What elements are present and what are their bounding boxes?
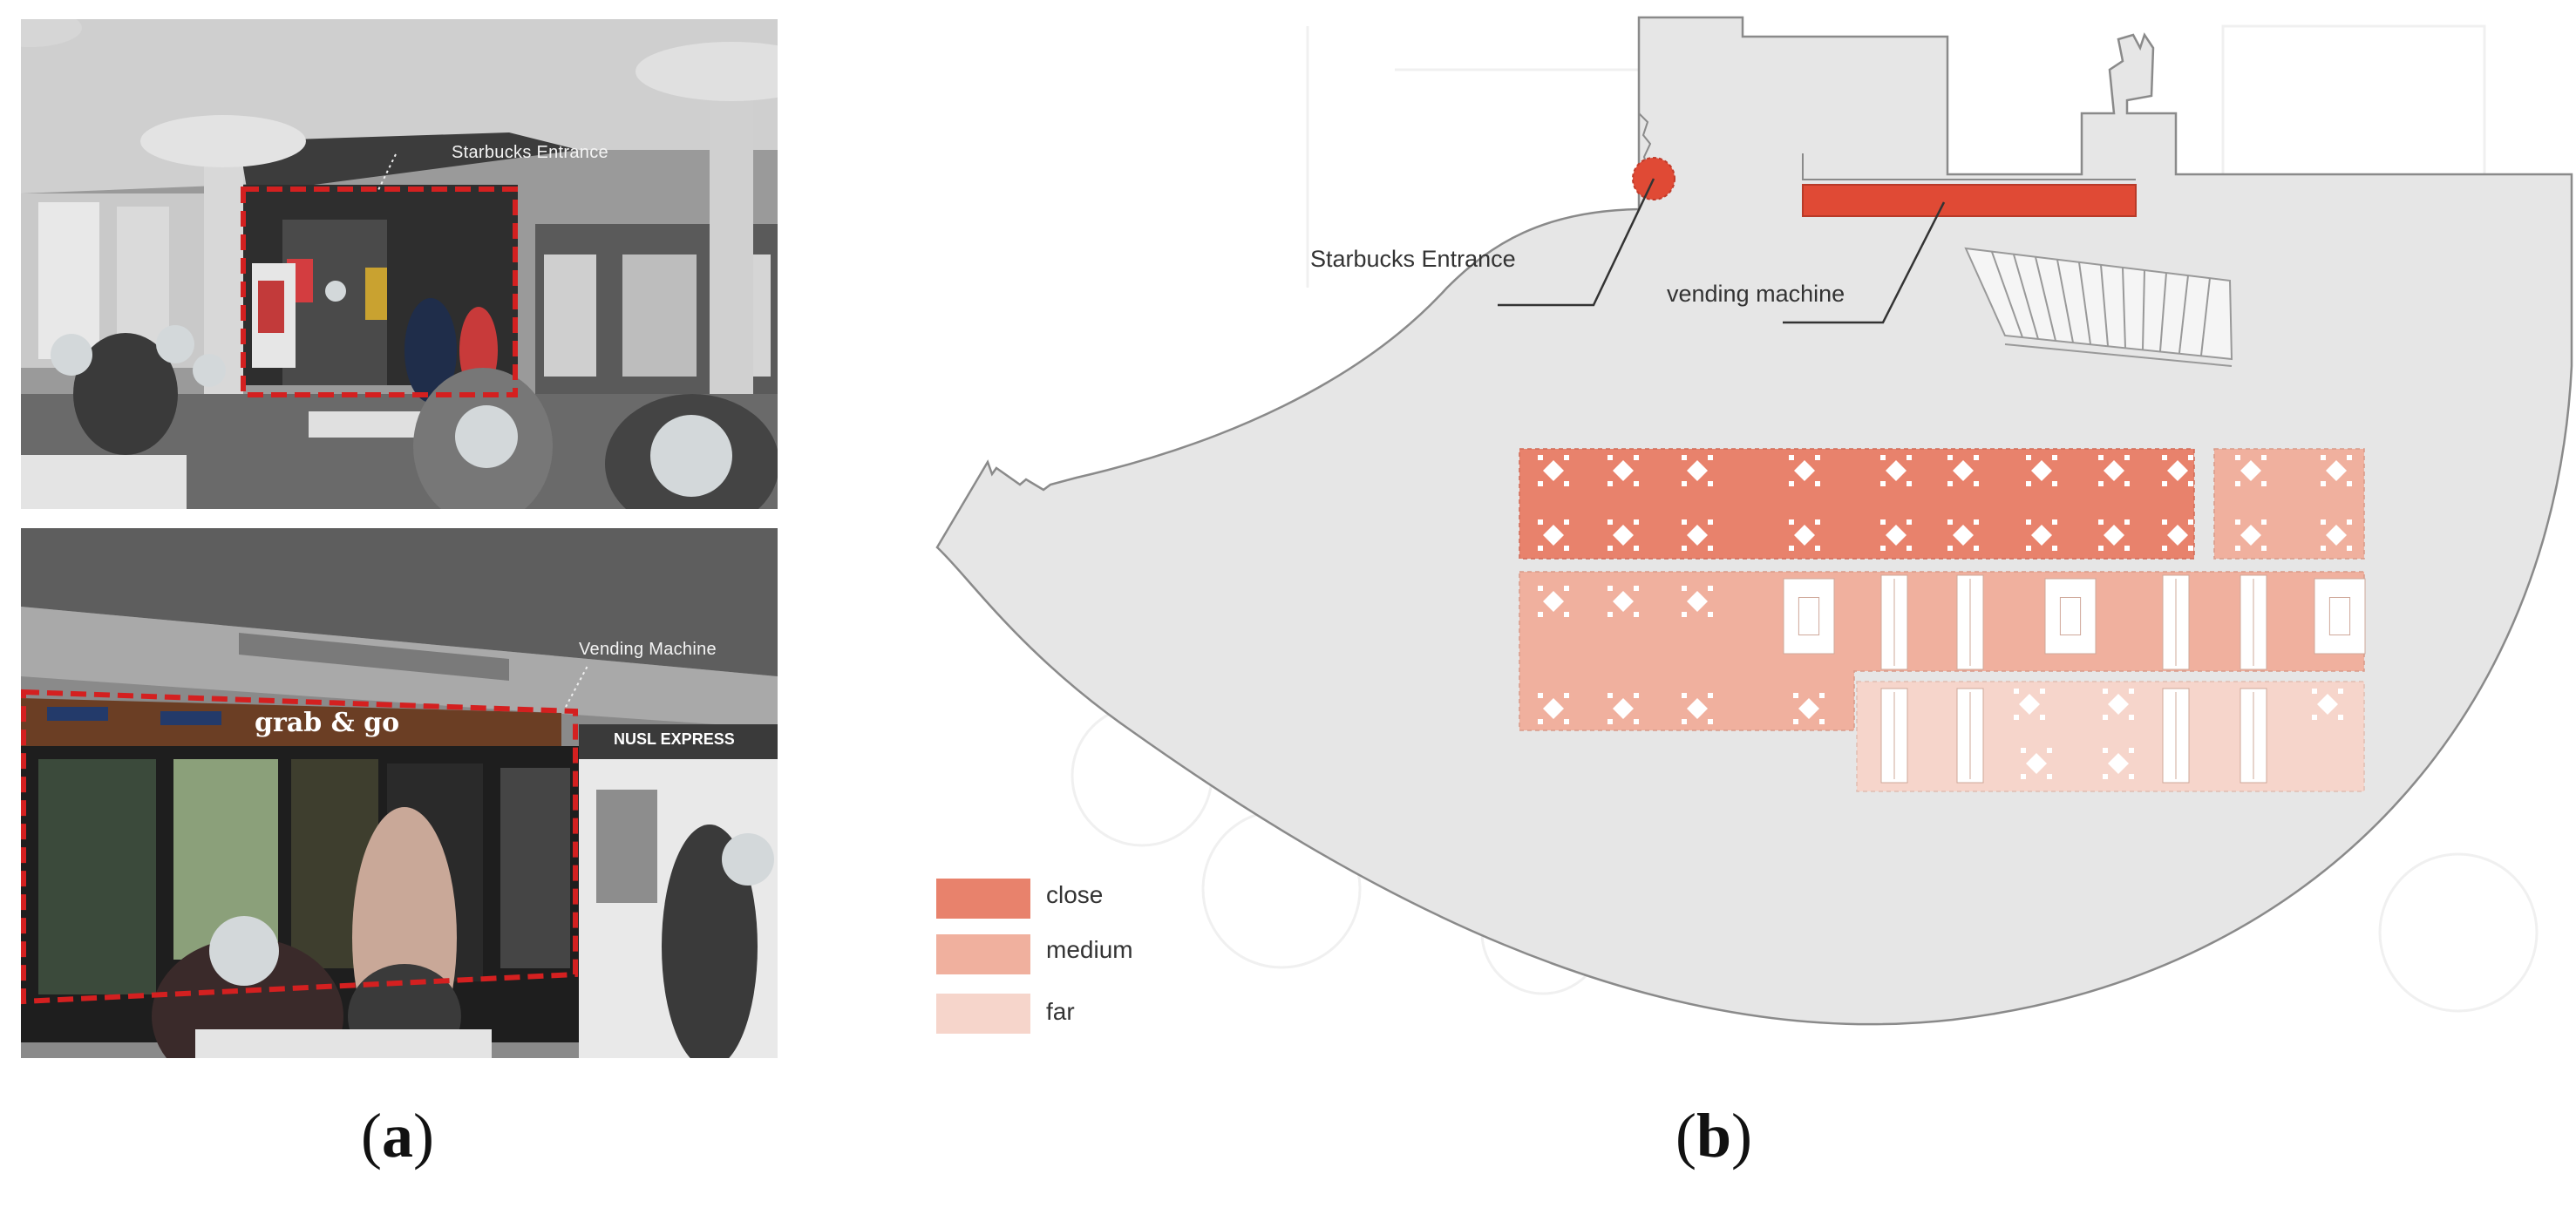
zone-far [1856,681,2365,792]
table-icon [1682,519,1713,551]
table-icon [1682,693,1713,724]
vending-machine-marker [1802,184,2137,217]
table-icon [2026,519,2057,551]
table-icon [1682,455,1713,486]
table-icon [2235,455,2267,486]
table-icon [2312,689,2343,720]
dining-table-icon [2314,578,2366,655]
table-icon [2098,519,2130,551]
table-icon [1607,519,1639,551]
vending-leader-line [1783,201,1946,324]
table-icon [1607,586,1639,617]
panel-a-label-letter: a [381,1101,413,1171]
vending-photo-scene [21,528,778,1058]
panel-b-label-open: ( [1675,1101,1696,1171]
table-icon [2235,519,2267,551]
legend-label-far: far [1046,998,1075,1025]
table-icon [1682,586,1713,617]
table-icon [1789,455,1820,486]
table-icon [2321,519,2352,551]
dining-table-inner [2059,597,2082,635]
table-icon [2026,455,2057,486]
starbucks-entrance-annotation: Starbucks Entrance [452,143,608,162]
table-icon [2162,519,2193,551]
starbucks-entrance-label: Starbucks Entrance [1310,246,1516,272]
legend-swatch-far [936,994,1030,1034]
table-icon [1538,693,1569,724]
table-icon [1607,693,1639,724]
panel-a-label-close: ) [412,1101,434,1171]
legend-swatch-medium [936,934,1030,974]
vending-machine-annotation: Vending Machine [579,640,717,659]
dining-table-icon [1783,578,1835,655]
vending-machine-photo: Vending Machine grab & go NUSL EXPRESS [21,528,778,1058]
table-icon [2098,455,2130,486]
dining-table-inner [1798,597,1820,635]
table-icon [2162,455,2193,486]
nusl-express-sign: NUSL EXPRESS [614,730,735,748]
dining-table-inner [2328,597,2351,635]
legend-label-medium: medium [1046,936,1133,963]
tables-layer [1538,455,2366,784]
table-icon [1880,519,1912,551]
table-icon [2014,689,2045,720]
vending-machine-label: vending machine [1667,281,1845,307]
table-icon [2321,455,2352,486]
panel-a-label: (a) [361,1100,434,1172]
panel-b-label: (b) [1675,1100,1752,1172]
legend-label-close: close [1046,881,1104,908]
panel-b-label-letter: b [1696,1101,1732,1171]
table-icon [1947,455,1979,486]
table-icon [1538,455,1569,486]
panel-b-label-close: ) [1731,1101,1753,1171]
starbucks-leader-line [1498,178,1655,307]
grab-and-go-sign: grab & go [255,708,400,738]
legend-swatch-close [936,879,1030,919]
table-icon [1947,519,1979,551]
table-icon [1793,693,1825,724]
zone-close [1519,448,2365,560]
table-icon [1538,519,1569,551]
table-icon [1880,455,1912,486]
table-icon [1607,455,1639,486]
starbucks-photo-scene [21,19,778,509]
table-icon [2103,689,2134,720]
panel-a-label-open: ( [361,1101,382,1171]
zone-medium [1519,571,2365,731]
stair-treads [1991,251,2211,356]
table-icon [2103,748,2134,779]
table-icon [1789,519,1820,551]
table-icon [1538,586,1569,617]
starbucks-entrance-photo: Starbucks Entrance [21,19,778,509]
dining-table-icon [2044,578,2097,655]
table-icon [2021,748,2052,779]
